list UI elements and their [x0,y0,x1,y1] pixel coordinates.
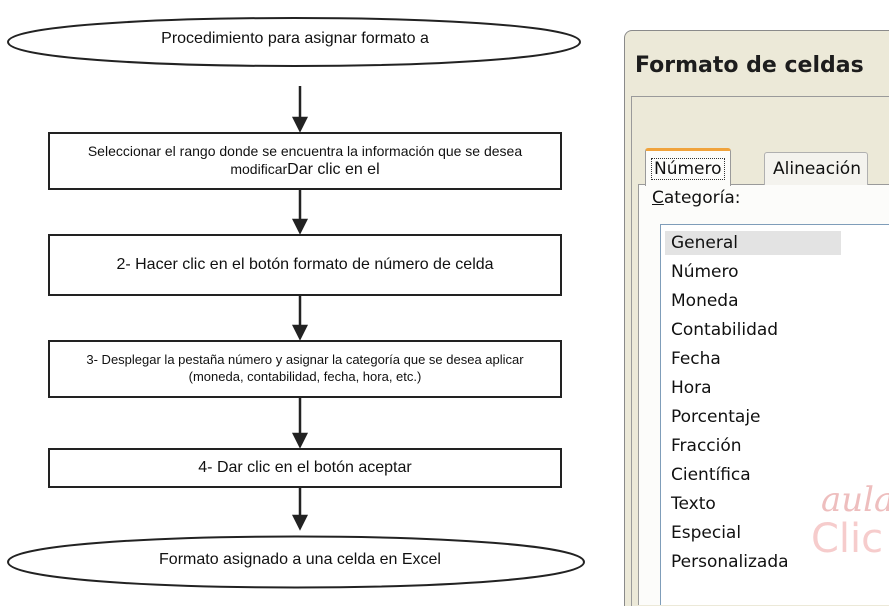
step-1-box: Seleccionar el rango donde se encuentra … [48,132,562,190]
watermark-text-2: Clic [811,516,884,562]
category-item-general[interactable]: General [665,231,841,255]
category-item-especial[interactable]: Especial [671,523,742,543]
category-item-porcentaje[interactable]: Porcentaje [671,407,761,427]
category-item-personalizada[interactable]: Personalizada [671,552,789,572]
arrowhead-4 [291,432,309,449]
category-item-texto[interactable]: Texto [671,494,716,514]
step-4-text: 4- Dar clic en el botón aceptar [198,458,412,476]
step-2-text: 2- Hacer clic en el botón formato de núm… [116,255,494,273]
end-ellipse [6,535,586,589]
arrowhead-2 [291,218,309,235]
category-label-text: ategoría: [663,188,741,208]
category-item-cientifica[interactable]: Científica [671,465,751,485]
step-2-box: 2- Hacer clic en el botón formato de núm… [48,234,562,296]
category-item-contabilidad[interactable]: Contabilidad [671,320,779,340]
start-ellipse [6,17,582,67]
tab-numero[interactable]: Número [645,148,731,186]
category-item-numero[interactable]: Número [671,262,739,282]
arrowhead-5 [291,514,309,531]
category-label-accesskey: C [652,188,664,208]
tab-alineacion[interactable]: Alineación [764,152,868,185]
category-item-hora[interactable]: Hora [671,378,712,398]
flowchart [6,17,586,589]
category-label: Categoría: [652,188,740,208]
tab-numero-label: Número [651,158,725,180]
category-item-fecha[interactable]: Fecha [671,349,721,369]
step-1-overflow-text: Dar clic en el [287,160,380,178]
arrowhead-3 [291,324,309,341]
step-3-box: 3- Desplegar la pestaña número y asignar… [48,340,562,398]
dialog-title: Formato de celdas [635,53,864,78]
category-item-moneda[interactable]: Moneda [671,291,739,311]
end-label: Formato asignado a una celda en Excel [159,551,441,568]
arrowhead-1 [291,116,309,133]
step-3-text: 3- Desplegar la pestaña número y asignar… [86,352,524,384]
tab-alineacion-label: Alineación [773,159,861,179]
category-list[interactable]: General Número Moneda Contabilidad Fecha… [660,224,889,605]
start-label: Procedimiento para asignar formato a [161,30,429,47]
category-item-fraccion[interactable]: Fracción [671,436,742,456]
step-1-text: Seleccionar el rango donde se encuentra … [87,142,523,177]
watermark-text-1: aula [821,480,889,520]
step-4-box: 4- Dar clic en el botón aceptar [48,448,562,488]
